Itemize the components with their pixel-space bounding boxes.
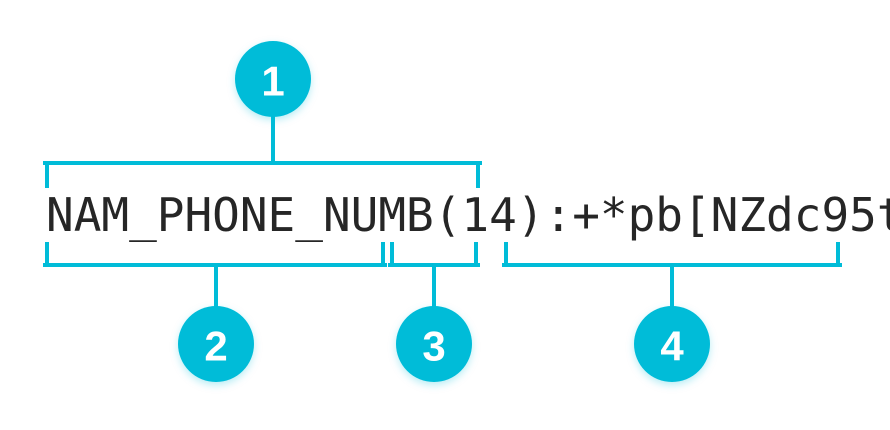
- marker-2-label: 2: [204, 323, 227, 370]
- marker-1[interactable]: 1: [235, 41, 311, 117]
- marker-3-label: 3: [422, 323, 445, 370]
- annotated-code-string: NAM_PHONE_NUMB(14):+*pb[NZdc95tLB: [46, 188, 890, 242]
- bracket-1-group: [43, 111, 482, 188]
- marker-1-circle[interactable]: [235, 41, 311, 117]
- marker-3-circle[interactable]: [396, 306, 472, 382]
- marker-4[interactable]: 4: [634, 306, 710, 382]
- marker-2-circle[interactable]: [178, 306, 254, 382]
- marker-2[interactable]: 2: [178, 306, 254, 382]
- marker-4-label: 4: [660, 323, 684, 370]
- bracket-2-group: [43, 242, 387, 312]
- marker-3[interactable]: 3: [396, 306, 472, 382]
- marker-4-circle[interactable]: [634, 306, 710, 382]
- bracket-3-group: [388, 242, 480, 312]
- bracket-4-group: [502, 242, 842, 312]
- marker-1-label: 1: [261, 58, 284, 105]
